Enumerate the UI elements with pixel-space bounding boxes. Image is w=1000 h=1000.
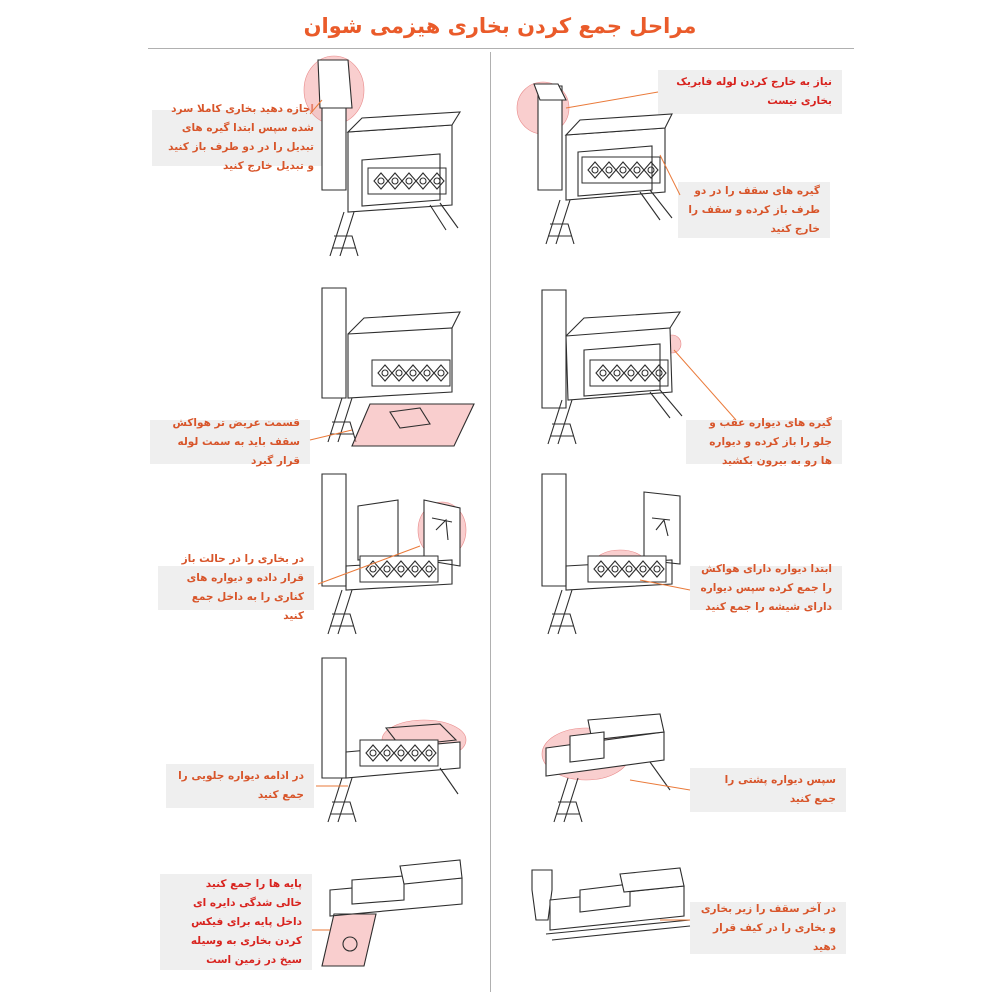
caption-step-3: گیره های دیواره عقب و جلو را باز کرده و …	[686, 417, 842, 467]
caption-step-10-text: در آخر سقف را زیر بخاری و بخاری را در کی…	[700, 902, 836, 953]
caption-step-9-text: پایه ها را جمع کنید خالی شدگی دایره ای د…	[190, 877, 302, 966]
caption-step-3-text: گیره های دیواره عقب و جلو را باز کرده و …	[709, 416, 832, 467]
caption-step-5: ابتدا دیواره دارای هواکش را جمع کرده سپس…	[690, 563, 842, 613]
caption-step-1: نیاز به خارج کردن لوله فابریک بخاری نیست	[658, 70, 842, 114]
title-divider	[148, 48, 854, 49]
caption-step-4-text: قسمت عریض تر هواکش سقف باید به سمت لوله …	[172, 416, 300, 467]
stove-step-4-illustration	[309, 287, 475, 447]
caption-step-7-text: در ادامه دیواره جلویی را جمع کنید	[178, 770, 304, 801]
stove-step-6-illustration	[317, 473, 467, 635]
caption-step-2b: گیره های سقف را در دو طرف باز کرده و سقف…	[678, 182, 830, 238]
highlight-leg	[321, 913, 377, 967]
caption-step-4: قسمت عریض تر هواکش سقف باید به سمت لوله …	[150, 417, 310, 467]
caption-step-2a: اجازه دهید بخاری کاملا سرد شده سپس ابتدا…	[152, 103, 324, 172]
caption-step-7: در ادامه دیواره جلویی را جمع کنید	[166, 764, 314, 808]
caption-step-8-text: سپس دیواره پشتی را جمع کنید	[724, 774, 836, 805]
column-divider	[490, 52, 491, 992]
stove-step-9-illustration	[312, 859, 463, 967]
highlight-chimney	[516, 81, 570, 135]
stove-step-10-illustration	[531, 867, 691, 941]
caption-step-1-text: نیاز به خارج کردن لوله فابریک بخاری نیست	[676, 76, 832, 107]
page-title: مراحل جمع کردن بخاری هیزمی شوان	[303, 14, 697, 38]
highlight-roof-vent	[351, 403, 475, 447]
caption-step-10: در آخر سقف را زیر بخاری و بخاری را در کی…	[690, 902, 846, 954]
caption-step-2a-text: اجازه دهید بخاری کاملا سرد شده سپس ابتدا…	[168, 103, 314, 172]
caption-step-8: سپس دیواره پشتی را جمع کنید	[690, 768, 846, 812]
stove-step-1-illustration	[516, 81, 681, 245]
caption-step-6-text: در بخاری را در حالت باز قرار داده و دیوا…	[181, 553, 304, 622]
stove-step-2-illustration	[303, 55, 462, 257]
stove-step-5-illustration	[541, 473, 691, 635]
caption-step-9: پایه ها را جمع کنید خالی شدگی دایره ای د…	[160, 874, 312, 970]
caption-step-6: در بخاری را در حالت باز قرار داده و دیوا…	[158, 553, 314, 622]
stove-step-7-illustration	[316, 657, 467, 823]
caption-step-5-text: ابتدا دیواره دارای هواکش را جمع کرده سپس…	[700, 562, 832, 613]
caption-step-2b-text: گیره های سقف را در دو طرف باز کرده و سقف…	[688, 184, 820, 235]
stove-step-8-illustration	[541, 713, 691, 823]
